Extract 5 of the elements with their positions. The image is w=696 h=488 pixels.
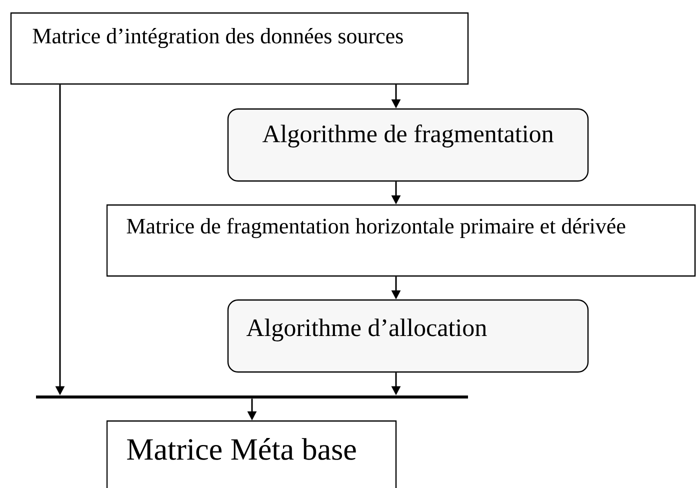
process-box: Matrice de fragmentation horizontale primaire et dérivée [106,204,696,277]
process-box: Matrice Méta base [106,420,397,488]
rounded-box: Algorithme de fragmentation [227,108,589,182]
rounded-box: Algorithme d’allocation [227,299,589,373]
process-box: Matrice d’intégration des données sources [10,12,469,85]
